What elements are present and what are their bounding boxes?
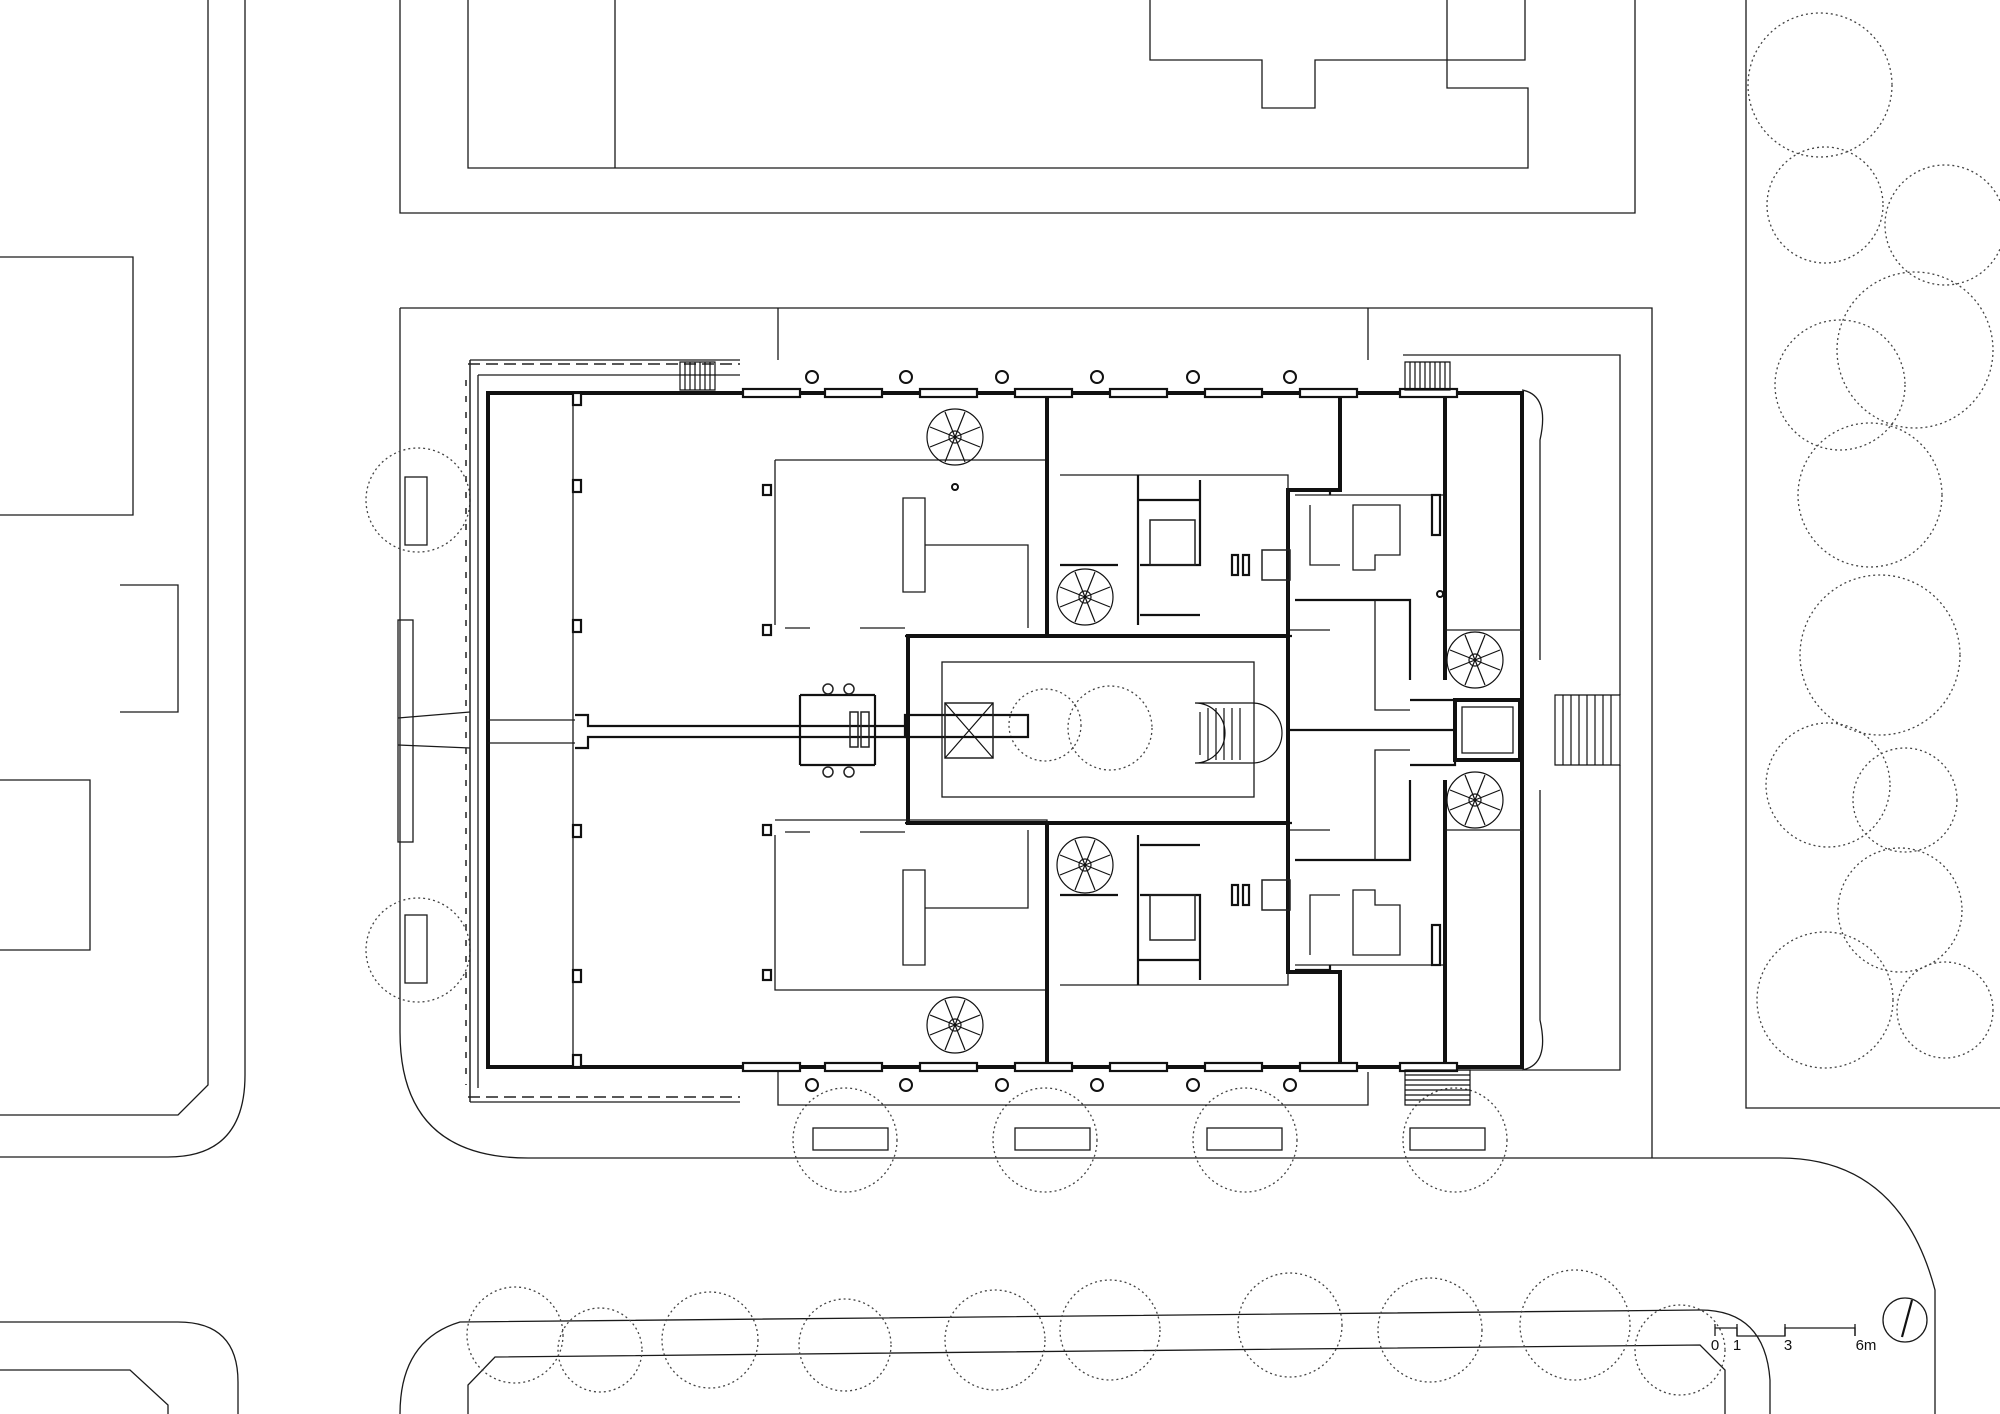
tree-canopy-icon: [1852, 747, 1958, 853]
tree-canopy-icon: [1766, 146, 1884, 264]
north-arrow-icon: [1882, 1297, 1928, 1343]
scale-tick-6m: 6m: [1856, 1337, 1877, 1354]
tree-canopy-icon: [1237, 1272, 1343, 1378]
tree-canopy-icon: [1884, 164, 2000, 286]
tree-canopy-icon: [661, 1291, 759, 1389]
tree-canopy-icon: [1008, 688, 1082, 762]
scale-tick-0: 0: [1711, 1337, 1719, 1354]
tree-canopy-icon: [1765, 722, 1891, 848]
scale-tick-1: 1: [1733, 1337, 1741, 1354]
tree-canopy-icon: [1067, 685, 1153, 771]
tree-canopy-icon: [992, 1087, 1098, 1193]
trees: [365, 12, 2000, 1396]
tree-canopy-icon: [1797, 422, 1943, 568]
north-arrow: [1882, 1297, 1928, 1343]
tree-canopy-icon: [1402, 1087, 1508, 1193]
scale-bar: 0 1 3 6m: [1711, 1324, 1877, 1354]
columns: [805, 370, 1297, 1092]
tree-canopy-icon: [1836, 271, 1994, 429]
tree-canopy-icon: [557, 1307, 643, 1393]
tree-canopy-icon: [365, 897, 471, 1003]
facade-piers-south: [741, 1061, 1459, 1073]
tree-canopy-icon: [1774, 319, 1906, 451]
tree-canopy-icon: [1192, 1087, 1298, 1193]
tree-canopy-icon: [466, 1286, 564, 1384]
tree-canopy-icon: [1756, 931, 1894, 1069]
tree-canopy-icon: [1896, 961, 1994, 1059]
tree-canopy-icon: [798, 1298, 892, 1392]
spiral-stairs: [926, 408, 1504, 1054]
entrance-steps: [679, 361, 1621, 1106]
tree-canopy-icon: [1377, 1277, 1483, 1383]
scale-tick-3: 3: [1784, 1337, 1792, 1354]
tree-canopy-icon: [1059, 1279, 1161, 1381]
tree-canopy-icon: [944, 1289, 1046, 1391]
tree-canopy-icon: [1519, 1269, 1631, 1381]
tree-canopy-icon: [792, 1087, 898, 1193]
tree-canopy-icon: [1799, 574, 1961, 736]
courtyard-stair: [1194, 702, 1283, 764]
tree-canopy-icon: [1837, 847, 1963, 973]
tree-canopy-icon: [1747, 12, 1893, 158]
facade-piers-north: [741, 387, 1459, 399]
tree-canopy-icon: [365, 447, 471, 553]
tree-canopy-icon: [1634, 1304, 1726, 1396]
building: [465, 308, 1621, 1106]
